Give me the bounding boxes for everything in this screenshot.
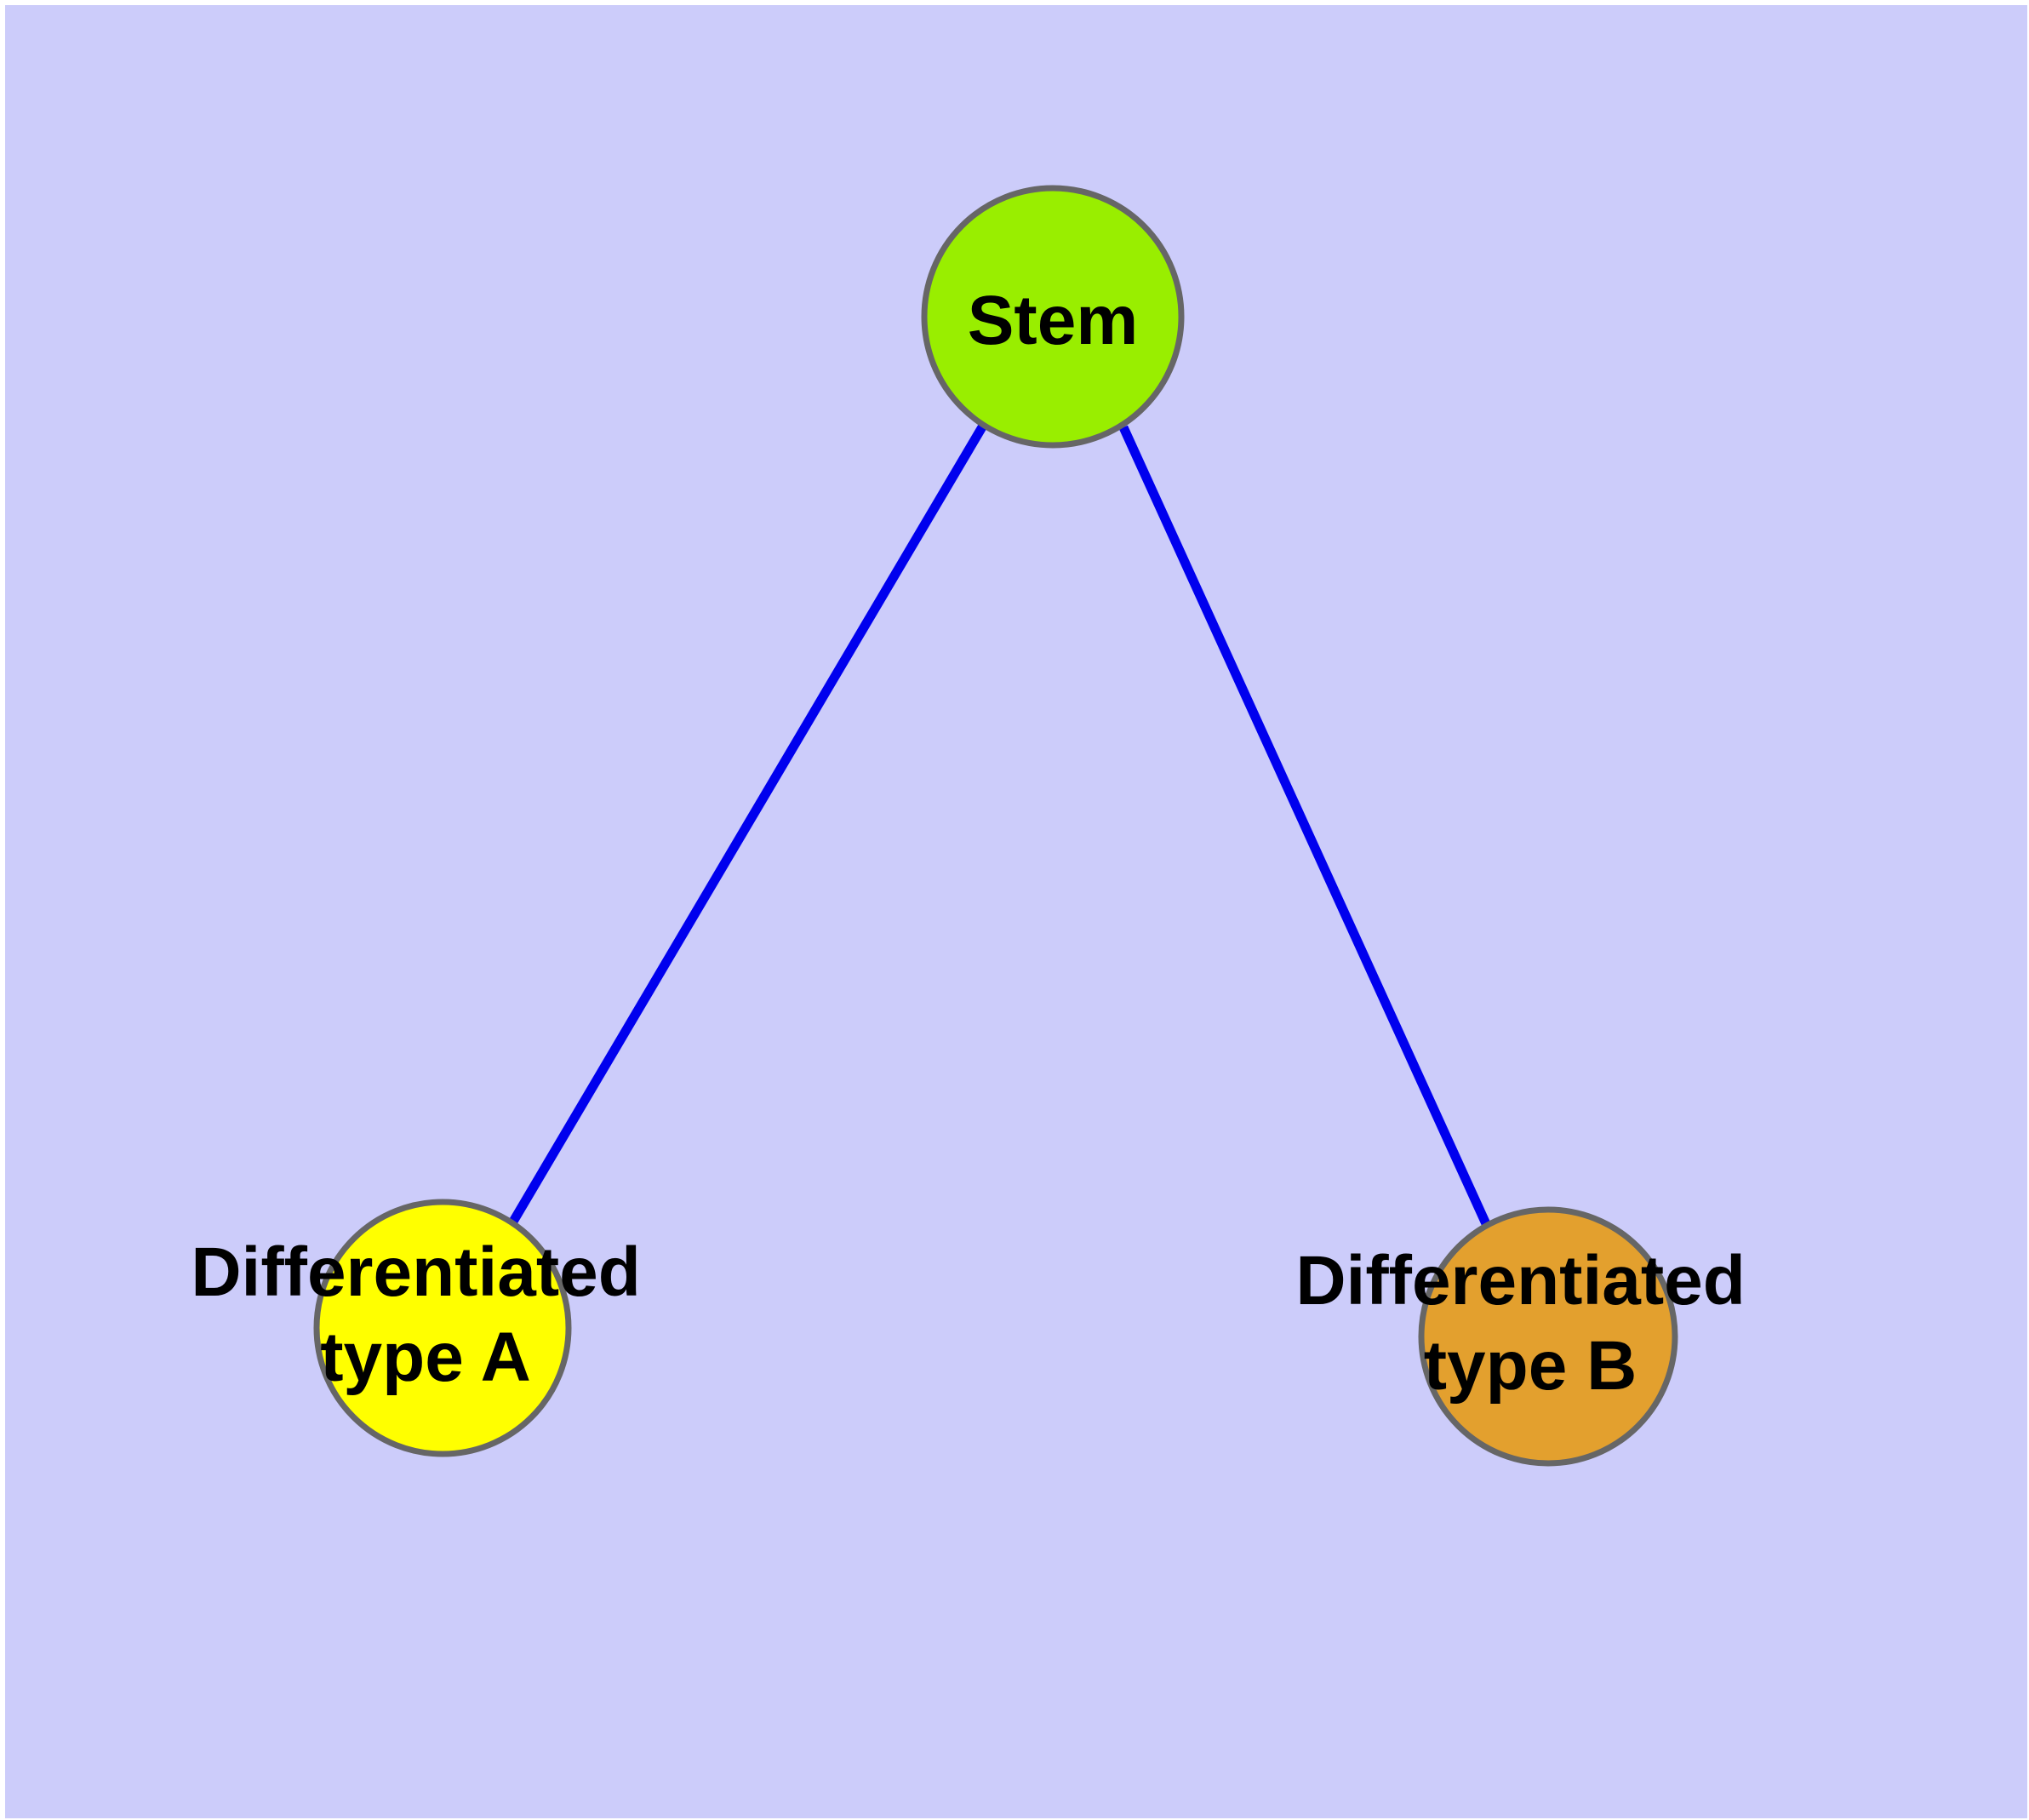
node-stem[interactable]: [921, 185, 1185, 449]
node-label-differentiated-type-b-line-1: Differentiated: [1295, 1242, 1746, 1319]
node-label-differentiated-type-a: Differentiated type A: [191, 1233, 660, 1396]
node-label-differentiated-type-b-line-2: type B: [1424, 1327, 1637, 1405]
node-label-differentiated-type-a-line-2: type A: [320, 1319, 531, 1396]
node-label-stem: Stem: [968, 282, 1139, 359]
edge-stem-to-differentiated-type-a[interactable]: [506, 423, 987, 1228]
edges-group: [506, 423, 1493, 1230]
node-differentiated-type-b[interactable]: [1418, 1206, 1678, 1467]
nodes-group: [313, 185, 1678, 1467]
node-differentiated-type-a[interactable]: [313, 1199, 572, 1457]
node-label-stem-line-1: Stem: [968, 282, 1139, 359]
edge-stem-to-differentiated-type-b[interactable]: [1118, 425, 1493, 1230]
node-label-differentiated-type-b: Differentiated type B: [1295, 1242, 1764, 1405]
node-label-differentiated-type-a-line-1: Differentiated: [191, 1233, 641, 1311]
labels-group: Stem Differentiated type A Differentiate…: [191, 282, 1764, 1405]
